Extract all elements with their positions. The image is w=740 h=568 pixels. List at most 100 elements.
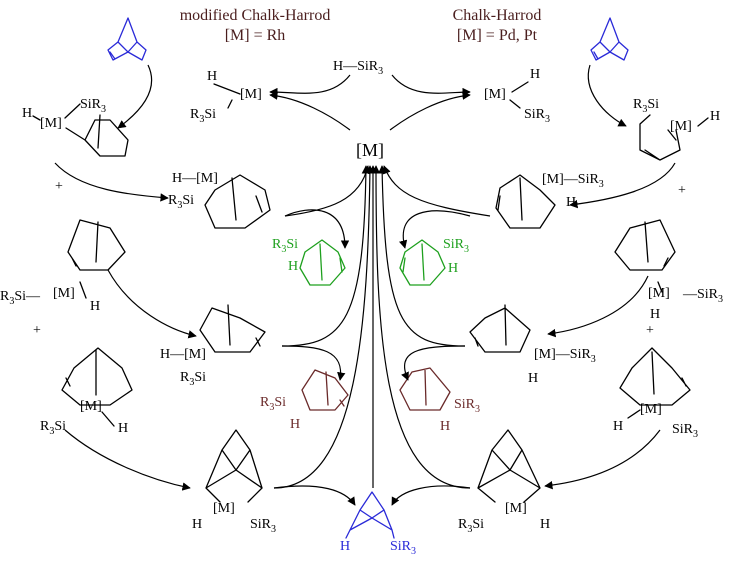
svg-text:[M]: [M] (640, 402, 662, 417)
svg-text:H—[M]: H—[M] (172, 171, 218, 186)
svg-text:R3Si: R3Si (190, 107, 216, 125)
product-brown-right: SiR3 H (399, 367, 480, 434)
svg-text:SiR3: SiR3 (454, 397, 480, 415)
svg-text:H—[M]: H—[M] (160, 347, 206, 362)
right-nortricyclyl-intermediate: R3Si [M] H (458, 429, 550, 535)
arrow-right-reductive-1 (382, 165, 491, 217)
svg-text:H: H (528, 371, 538, 386)
left-olefin-complex-3: R3Si [M] H (40, 347, 133, 437)
svg-text:SiR3: SiR3 (80, 97, 106, 115)
silane-reagent: H—SiR3 (333, 59, 383, 77)
left-cycle-metal: [M] = Rh (225, 27, 286, 44)
svg-text:H: H (90, 299, 100, 314)
arrow-right-norbornadiene (587, 64, 627, 127)
right-plus-1: + (678, 183, 686, 198)
norbornadiene-left (107, 17, 147, 61)
svg-text:SiR3: SiR3 (250, 517, 276, 535)
right-oxidative-addition-complex: [M] H SiR3 (484, 67, 550, 125)
svg-text:H: H (566, 195, 576, 210)
right-exo-intermediate: [M]—SiR3 H (469, 304, 596, 386)
arrow-right-to-brown (401, 345, 466, 381)
svg-text:SiR3: SiR3 (672, 422, 698, 440)
right-olefin-complex-2: [M] —SiR3 H (614, 219, 723, 322)
arrow-right-exo (547, 275, 649, 338)
left-olefin-complex-2: R3Si— [M] H (0, 219, 126, 314)
left-insertion-intermediate: H—[M] R3Si (168, 171, 271, 229)
svg-text:H: H (613, 419, 623, 434)
right-plus-2: + (646, 323, 654, 338)
arrow-left-norbornadiene (117, 64, 153, 129)
arrow-right-nortricyclyl (544, 429, 661, 490)
right-insertion-intermediate: [M]—SiR3 H (495, 172, 604, 229)
svg-text:[M]—SiR3: [M]—SiR3 (542, 172, 604, 190)
svg-text:H: H (440, 419, 450, 434)
svg-text:[M]: [M] (670, 119, 692, 134)
svg-text:H: H (22, 106, 32, 121)
arrow-left-reductive-3 (273, 165, 375, 489)
svg-text:SiR3: SiR3 (390, 539, 416, 557)
svg-text:R3Si: R3Si (272, 237, 298, 255)
product-blue-center: H SiR3 (340, 491, 416, 557)
svg-text:[M]: [M] (53, 286, 75, 301)
product-green-right: SiR3 H (399, 237, 469, 286)
left-cycle-title: modified Chalk-Harrod (180, 7, 331, 24)
product-brown-left: R3Si H (260, 369, 349, 432)
svg-text:[M]: [M] (80, 399, 102, 414)
svg-text:SiR3: SiR3 (443, 237, 469, 255)
arrow-left-to-green (284, 209, 350, 249)
right-olefin-complex-3: H [M] SiR3 (613, 347, 698, 440)
reaction-arrows (54, 64, 676, 506)
left-plus-1: + (55, 179, 63, 194)
arrow-left-nortricyclyl (64, 429, 191, 491)
svg-text:H: H (288, 259, 298, 274)
arrow-silane-right (391, 74, 471, 97)
left-exo-intermediate: H—[M] R3Si (160, 304, 266, 388)
left-oxidative-addition-complex: H [M] R3Si (190, 69, 262, 125)
svg-text:R3Si: R3Si (633, 97, 659, 115)
svg-text:[M]: [M] (484, 87, 506, 102)
right-cycle-title: Chalk-Harrod (453, 7, 542, 24)
arrow-right-insertion (569, 162, 676, 209)
arrow-right-reductive-2 (377, 165, 466, 347)
svg-text:R3Si: R3Si (180, 370, 206, 388)
svg-text:H: H (530, 67, 540, 82)
left-plus-2: + (33, 323, 41, 338)
svg-text:[M]: [M] (648, 286, 670, 301)
arrow-left-reductive-1 (284, 165, 371, 217)
right-olefin-complex: R3Si [M] H (633, 97, 720, 161)
svg-text:[M]: [M] (240, 87, 262, 102)
svg-text:[M]—SiR3: [M]—SiR3 (534, 347, 596, 365)
arrow-left-to-blue-product (273, 485, 356, 506)
arrow-left-insertion (54, 162, 169, 202)
svg-text:R3Si: R3Si (260, 395, 286, 413)
svg-text:H: H (448, 261, 458, 276)
svg-text:SiR3: SiR3 (524, 107, 550, 125)
svg-text:[M]: [M] (505, 501, 527, 516)
svg-text:H: H (340, 539, 350, 554)
svg-text:R3Si: R3Si (458, 517, 484, 535)
svg-text:H: H (710, 109, 720, 124)
svg-text:R3Si: R3Si (40, 419, 66, 437)
svg-text:R3Si—: R3Si— (0, 289, 41, 307)
arrow-silane-left (269, 74, 351, 97)
arrow-left-reductive-2 (281, 165, 371, 347)
svg-text:H: H (192, 517, 202, 532)
arrow-cycle-right-top (389, 91, 471, 131)
svg-text:H: H (207, 69, 217, 84)
left-nortricyclyl-intermediate: H [M] SiR3 (192, 429, 276, 535)
arrow-left-exo (107, 269, 197, 339)
norbornadiene-right (590, 17, 629, 61)
arrow-cycle-left-top (269, 91, 351, 131)
svg-text:H: H (118, 421, 128, 436)
arrow-right-reductive-3 (371, 165, 471, 489)
svg-text:H: H (290, 417, 300, 432)
left-olefin-complex: H [M] SiR3 (22, 97, 129, 157)
svg-text:H: H (650, 307, 660, 322)
svg-text:[M]: [M] (213, 501, 235, 516)
product-green-left: R3Si H (272, 237, 346, 286)
central-catalyst: [M] (356, 140, 384, 160)
svg-text:[M]: [M] (40, 116, 62, 131)
svg-text:R3Si: R3Si (168, 193, 194, 211)
svg-text:H: H (540, 517, 550, 532)
